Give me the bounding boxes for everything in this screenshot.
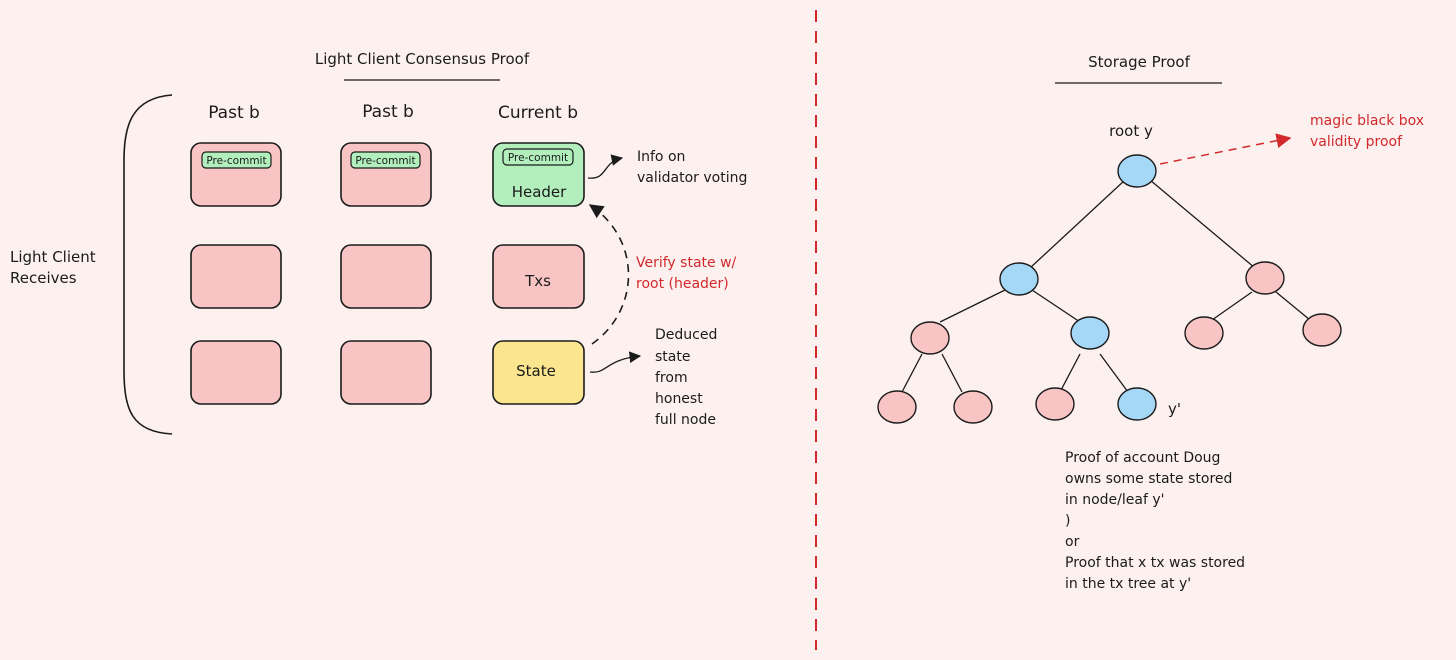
leaf-label: y': [1168, 400, 1181, 418]
tree-node-l3-2: [953, 390, 993, 424]
magic-note-line2: validity proof: [1310, 134, 1403, 150]
state-label: State: [516, 362, 556, 380]
proof-line-6: Proof that x tx was stored: [1065, 555, 1245, 571]
column-header-past-1: Past b: [208, 103, 260, 123]
tree-node-l2-1: [910, 321, 950, 355]
right-title: Storage Proof: [1088, 53, 1190, 71]
block-current-txs: [492, 244, 585, 309]
info-arrow: [587, 154, 624, 179]
precommit-label-past-1: Pre-commit: [206, 155, 266, 167]
block-current-state: [492, 340, 585, 405]
proof-line-2: owns some state stored: [1065, 471, 1232, 487]
precommit-tag-current: [502, 148, 574, 166]
verify-note-line2: root (header): [636, 276, 729, 292]
receives-label-line1: Light Client: [10, 248, 96, 266]
column-header-current: Current b: [498, 103, 578, 123]
info-note-line2: validator voting: [637, 170, 747, 186]
proof-line-3: in node/leaf y': [1065, 492, 1164, 508]
tree-node-leaf-y: [1117, 387, 1157, 421]
block-past-2-txs: [340, 244, 432, 309]
proof-line-1: Proof of account Doug: [1065, 450, 1220, 466]
magic-note-line1: magic black box: [1310, 113, 1424, 129]
deduced-note-line4: honest: [655, 391, 703, 407]
txs-label: Txs: [524, 272, 551, 290]
tree-node-l1-left: [999, 262, 1039, 296]
deduced-note-line5: full node: [655, 412, 716, 428]
receives-brace: [123, 94, 173, 435]
tree-edges: [901, 179, 1311, 393]
tree-node-l3-3: [1035, 387, 1075, 421]
precommit-tag-past-1: [201, 151, 272, 169]
info-note-line1: Info on: [637, 149, 685, 165]
verify-arrow: [588, 204, 630, 345]
deduced-note-line1: Deduced: [655, 327, 717, 343]
precommit-label-past-2: Pre-commit: [355, 155, 415, 167]
tree-node-l1-right: [1245, 261, 1285, 295]
tree-node-l2-4: [1302, 313, 1342, 347]
receives-label-line2: Receives: [10, 269, 77, 287]
precommit-label-current: Pre-commit: [508, 152, 568, 164]
tree-node-root: [1117, 154, 1157, 188]
block-past-1-state: [190, 340, 282, 405]
proof-line-4: ): [1065, 513, 1070, 529]
root-label: root y: [1109, 122, 1153, 140]
proof-line-5: or: [1065, 534, 1080, 550]
column-header-past-2: Past b: [362, 102, 414, 122]
header-label: Header: [512, 183, 567, 201]
block-past-2-state: [340, 340, 432, 405]
tree-node-l3-1: [877, 390, 917, 424]
left-title: Light Client Consensus Proof: [315, 50, 530, 68]
block-past-1-txs: [190, 244, 282, 309]
deduced-arrow: [589, 351, 642, 373]
tree-node-l2-3: [1184, 316, 1224, 350]
verify-note-line1: Verify state w/: [636, 255, 737, 271]
deduced-note-line3: from: [655, 370, 688, 386]
magic-arrow: [1159, 133, 1292, 165]
precommit-tag-past-2: [350, 151, 421, 169]
deduced-note-line2: state: [655, 349, 690, 365]
proof-line-7: in the tx tree at y': [1065, 576, 1191, 592]
tree-node-l2-2: [1070, 316, 1110, 350]
